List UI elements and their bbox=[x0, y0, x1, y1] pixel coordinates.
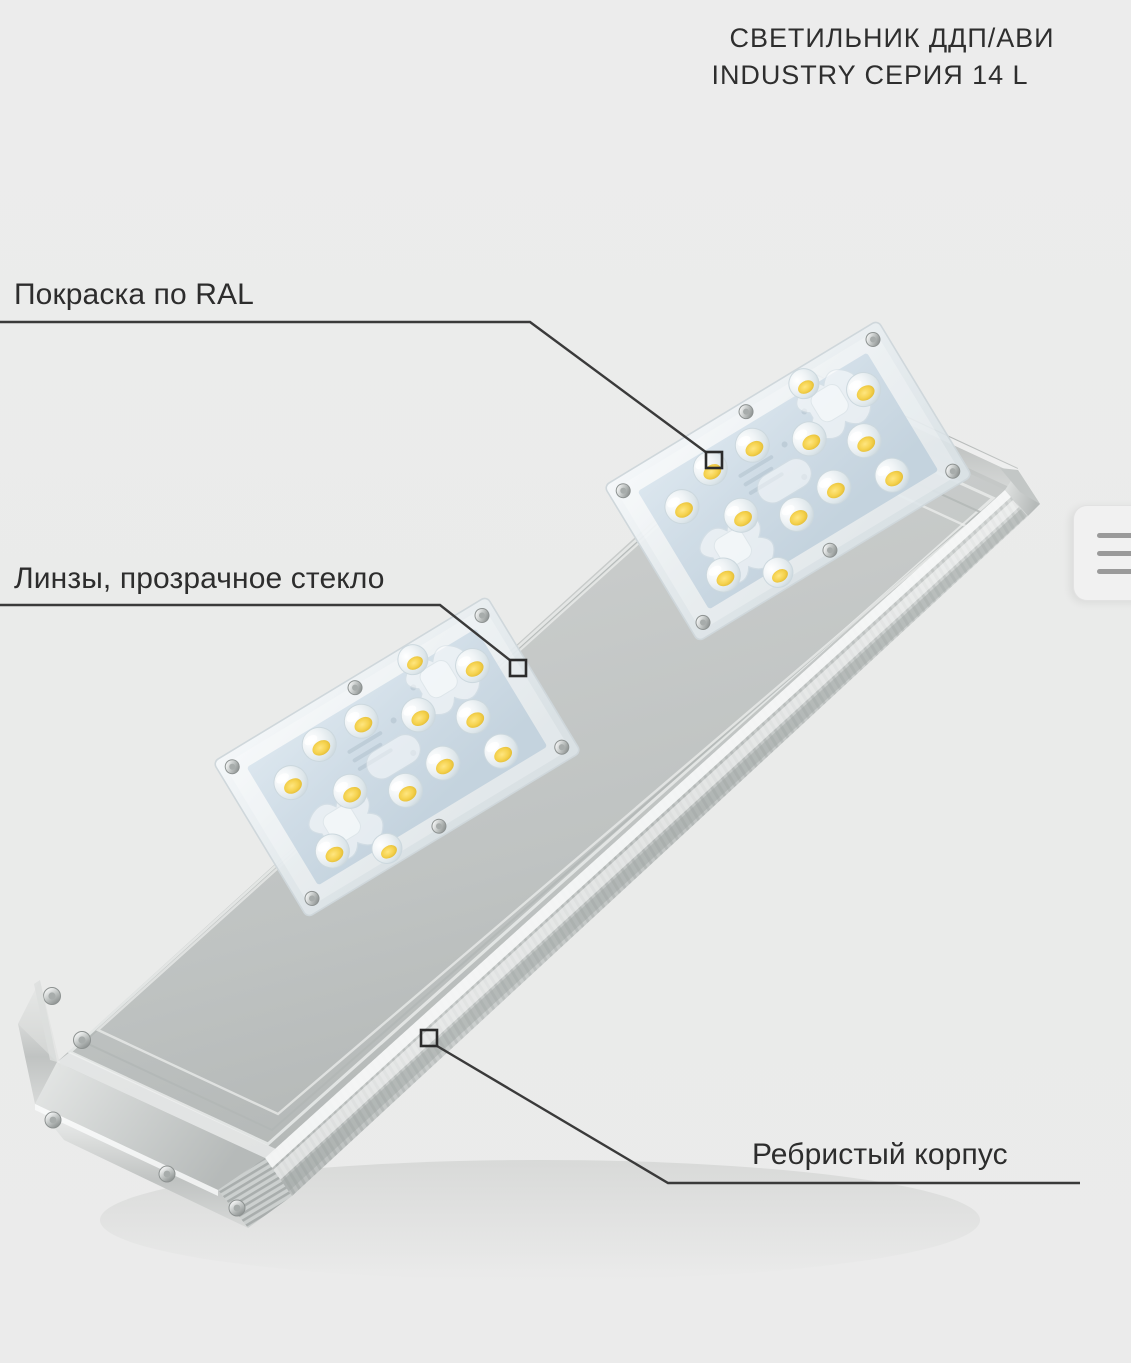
hamburger-menu-icon-bar bbox=[1097, 551, 1131, 556]
lens-domes bbox=[664, 368, 910, 593]
lens-domes bbox=[273, 644, 519, 869]
callout-label-ribbed-housing: Ребристый корпус bbox=[752, 1138, 1008, 1171]
side-rail-screws bbox=[43, 987, 91, 1049]
side-menu-panel[interactable] bbox=[1073, 505, 1131, 601]
hamburger-menu-icon bbox=[1097, 533, 1131, 538]
housing-rear-lip bbox=[800, 368, 1020, 492]
housing-top-face bbox=[57, 392, 1005, 1158]
lens-cluster bbox=[308, 790, 384, 861]
led-module-upper bbox=[605, 321, 971, 641]
end-cap-right bbox=[1000, 468, 1040, 516]
lens-cluster bbox=[796, 369, 872, 440]
lens-cluster bbox=[405, 645, 481, 716]
title-line-2: INDUSTRY СЕРИЯ 14 L bbox=[711, 60, 1029, 91]
leader-lenses bbox=[0, 603, 528, 678]
housing-left-rail bbox=[34, 980, 278, 1158]
glass-cover-screws bbox=[224, 607, 570, 906]
title-line-1: СВЕТИЛЬНИК ДДП/АВИ bbox=[729, 23, 1055, 53]
end-cap-screws bbox=[44, 1111, 246, 1217]
lens-cluster bbox=[699, 514, 775, 585]
callout-label-lenses: Линзы, прозрачное стекло bbox=[14, 562, 385, 595]
page-title: СВЕТИЛЬНИК ДДП/АВИ INDUSTRY СЕРИЯ 14 L bbox=[600, 20, 1131, 95]
fixture-shadow bbox=[100, 1160, 980, 1280]
end-cap-left bbox=[18, 980, 248, 1228]
glass-cover-screws bbox=[615, 331, 961, 630]
housing-interior bbox=[62, 372, 1018, 1168]
ribbed-housing-front bbox=[35, 1062, 292, 1228]
leader-paint-ral bbox=[0, 320, 724, 470]
hamburger-menu-icon-bar bbox=[1097, 569, 1131, 574]
callout-label-paint-ral: Покраска по RAL bbox=[14, 278, 254, 311]
led-module-lower bbox=[214, 597, 580, 917]
